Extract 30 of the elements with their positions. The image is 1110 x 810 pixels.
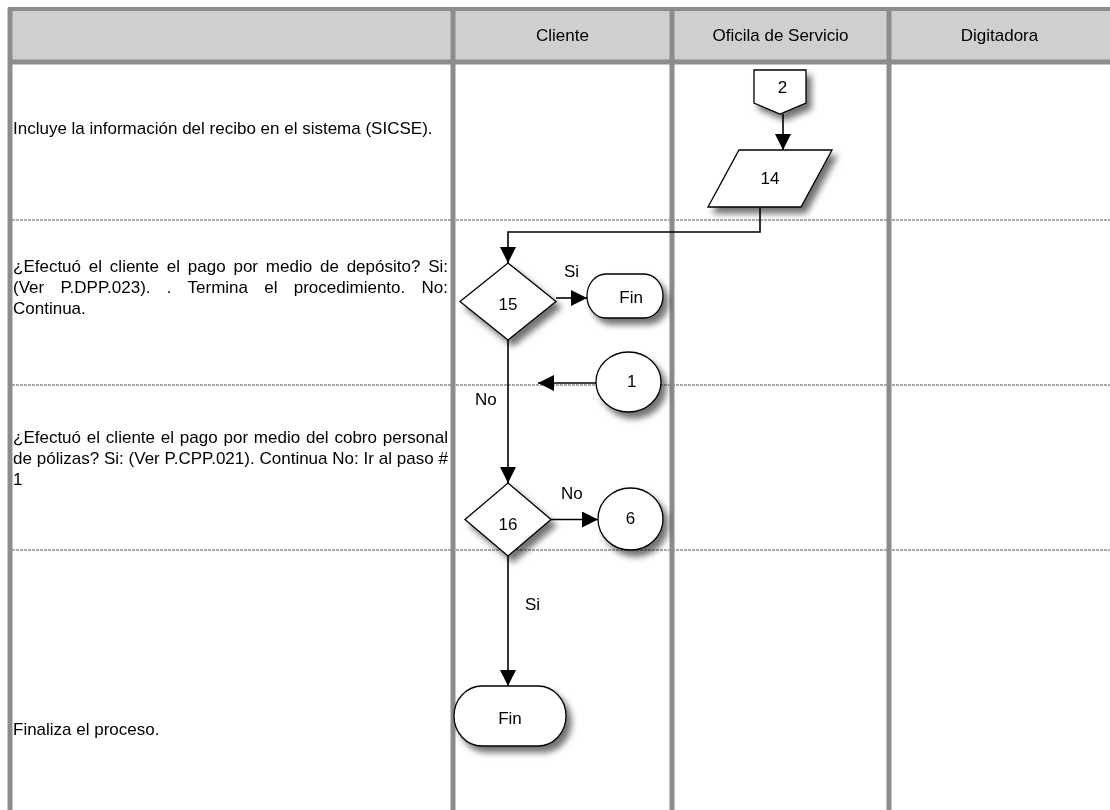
column-header: Digitadora: [959, 25, 1040, 47]
column-header: Oficila de Servicio: [711, 25, 850, 47]
step-description: ¿Efectuó el cliente el pago por medio de depósito? Si: (Ver P.DPP.023). . Termina el procedimiento. No: Continua.: [13, 256, 448, 319]
arrow: [500, 206, 761, 264]
step-number: 1: [627, 372, 637, 392]
arrow: [500, 555, 516, 687]
terminator: [454, 686, 566, 746]
connector-circle: [596, 352, 661, 412]
terminator: [587, 274, 663, 318]
step-number: 14: [760, 168, 780, 189]
step-number: Fin: [498, 709, 522, 729]
step-number: Fin: [619, 288, 643, 309]
decision-diamond: [460, 263, 556, 340]
step-description: Finaliza el proceso.: [13, 719, 161, 740]
column-header: Cliente: [535, 25, 590, 47]
decision-diamond: [465, 483, 551, 556]
step-description: Incluye la información del recibo en el sistema (SICSE).: [13, 118, 434, 139]
arrow: [500, 339, 516, 484]
step-number: 15: [498, 295, 518, 316]
arrow: [537, 375, 597, 391]
step-number: 2: [777, 78, 788, 99]
arrow: [555, 290, 588, 306]
arrow: [775, 113, 791, 151]
arrow: [550, 511, 599, 528]
offpage-connector: [754, 70, 806, 114]
step-description: ¿Efectuó el cliente el pago por medio del cobro personal de pólizas? Si: (Ver P.CPP.021). Continua No: Ir al paso # 1: [13, 427, 448, 490]
step-number: 16: [498, 514, 518, 535]
connector-circle: [598, 488, 663, 550]
data-parallelogram: [708, 150, 832, 207]
step-number: 6: [625, 509, 636, 529]
